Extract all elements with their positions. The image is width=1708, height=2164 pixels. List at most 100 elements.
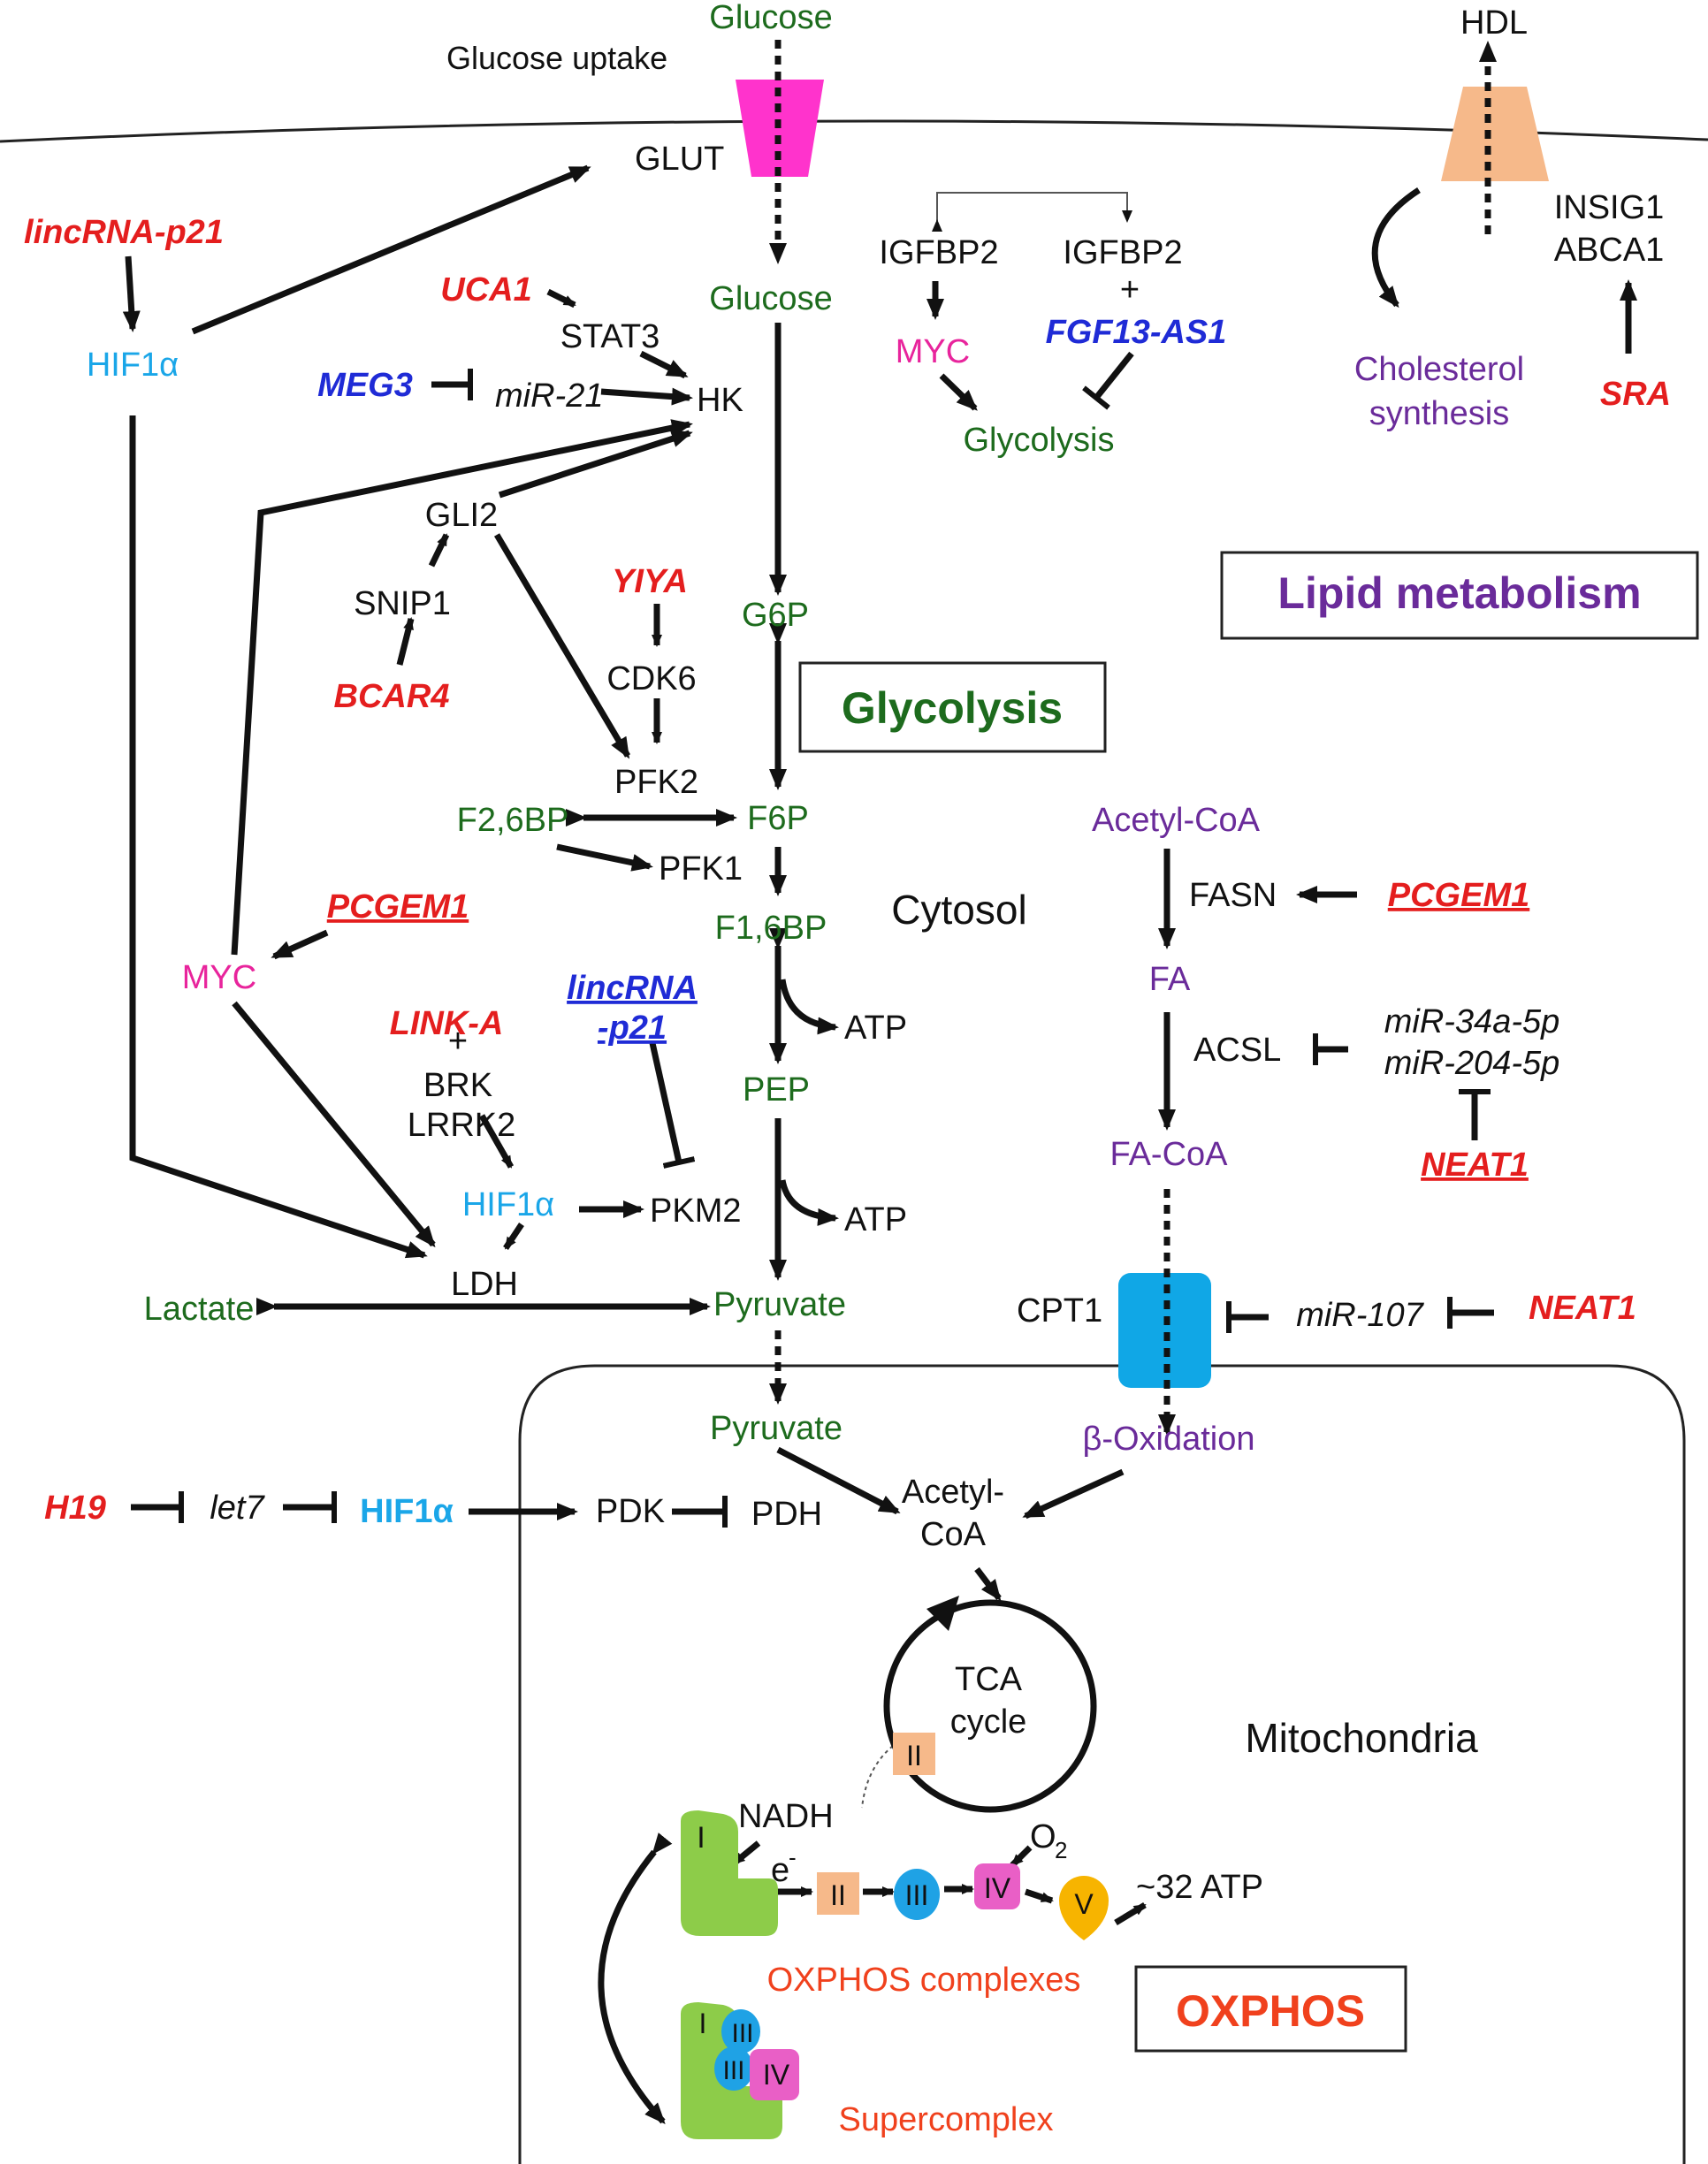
pfk1-label: PFK1 <box>659 850 743 888</box>
lincrna-p21-mid-b-label: -p21 <box>598 1010 667 1047</box>
o2-label: O <box>1030 1818 1056 1855</box>
mir21-hk-arrow <box>600 387 693 406</box>
hdl-transporter <box>1441 87 1549 181</box>
supercomplex-III-a-label: III <box>731 2019 753 2048</box>
snip1-gli2-arrow <box>428 533 450 568</box>
glucose-label: Glucose <box>709 280 832 317</box>
yiya-label: YIYA <box>612 563 688 600</box>
lincrnap21-pkm2-inhibit <box>649 1042 696 1169</box>
atp2-label: ATP <box>844 1201 907 1238</box>
lactate-label: Lactate <box>144 1291 255 1328</box>
cholesterol-arrow <box>1371 187 1421 309</box>
atp1-label: ATP <box>844 1010 907 1047</box>
beta-oxidation-label: β-Oxidation <box>1082 1421 1254 1458</box>
tca-cycle-ring <box>883 1599 1097 1813</box>
glycolysis-box <box>798 661 1107 753</box>
lincrnap21-hif1a-arrow <box>122 255 141 332</box>
hif1a-ldh-mid-arrow <box>503 1223 524 1250</box>
lincrna-p21-top-label: lincRNA-p21 <box>24 214 224 251</box>
atp32-label: ~32 ATP <box>1136 1869 1263 1906</box>
let7-label: let7 <box>210 1490 265 1527</box>
gli2-pfk2-arrow <box>493 533 631 759</box>
g6p-label: G6P <box>742 597 809 634</box>
supercomplex-label: Supercomplex <box>839 2101 1054 2138</box>
pdk-label: PDK <box>596 1493 665 1530</box>
complex-I-label: I <box>697 1821 705 1855</box>
f16bp-label: F1,6BP <box>715 910 827 947</box>
glycolysis-title: Glycolysis <box>842 683 1063 733</box>
complex-II-tca-label: II <box>906 1740 922 1772</box>
supercomplex-IV-label: IV <box>763 2059 790 2091</box>
e-minus-label: e <box>771 1852 789 1889</box>
ldh-label: LDH <box>451 1266 518 1303</box>
acetylcoa-tca-arrow <box>974 1566 1002 1602</box>
mir34a-label: miR-34a-5p <box>1384 1003 1560 1040</box>
fgf13-as1-label: FGF13-AS1 <box>1046 314 1227 351</box>
complex-IV-box <box>974 1863 1020 1909</box>
fgf13-glycolysis-inhibit <box>1082 351 1134 410</box>
acsl-label: ACSL <box>1193 1032 1281 1069</box>
complex-II-label: II <box>830 1879 846 1911</box>
complex-V-label: V <box>1074 1888 1094 1920</box>
sra-label: SRA <box>1600 376 1671 413</box>
gli2-label: GLI2 <box>425 497 498 534</box>
igfbp2-plus-label: + <box>1120 271 1140 309</box>
acetyl-coa-1-label: Acetyl- <box>902 1474 1004 1511</box>
complex-V-shape <box>1059 1876 1109 1940</box>
mir107-label: miR-107 <box>1296 1297 1424 1334</box>
pyruvate-acetylcoa-arrow <box>776 1446 901 1515</box>
pyruvate-label: Pyruvate <box>713 1286 846 1323</box>
complex-III-shape <box>894 1869 940 1920</box>
myc-hk-arrow <box>231 419 693 956</box>
complex-IV-label: IV <box>984 1872 1011 1904</box>
o2-complexIV-arrow <box>1010 1845 1033 1868</box>
pcgem1-right-label: PCGEM1 <box>1388 877 1529 914</box>
oxphos-complexes-label: OXPHOS complexes <box>767 1962 1081 1999</box>
myc-left-label: MYC <box>182 959 256 996</box>
nadh-label: NADH <box>738 1798 834 1835</box>
supercomplex-III-bottom <box>714 2046 753 2091</box>
fa-label: FA <box>1149 961 1191 998</box>
pfk2-label: PFK2 <box>614 764 698 801</box>
mitochondria-membrane <box>518 1364 1686 2164</box>
supercomplex-III-top <box>721 2009 760 2054</box>
acetyl-coa-2-label: CoA <box>920 1516 987 1553</box>
link-a-label: LINK-A <box>390 1005 504 1042</box>
snip1-label: SNIP1 <box>354 585 451 622</box>
cpt1-transporter <box>1118 1273 1211 1388</box>
glucose-uptake-label: Glucose uptake <box>446 40 667 76</box>
etc-IV-V-arrow <box>1024 1888 1054 1904</box>
abca1-label: ABCA1 <box>1554 232 1665 269</box>
supercomplex-cycle-arrow <box>598 1833 673 2124</box>
cholesterol-1-label: Cholesterol <box>1354 351 1524 388</box>
supercomplex-IV-box <box>750 2049 799 2100</box>
f26bp-label: F2,6BP <box>457 802 569 839</box>
supercomplex-I-label: I <box>699 2008 707 2039</box>
myc-ldh-arrow <box>232 1001 436 1248</box>
lrrk2-label: LRRK2 <box>408 1107 516 1144</box>
gli2-hk-arrow <box>498 430 693 499</box>
complex-II-box <box>817 1872 859 1915</box>
cytosol-label: Cytosol <box>891 887 1026 933</box>
lipid-metabolism-title: Lipid metabolism <box>1277 568 1641 618</box>
complexV-atp-arrow <box>1114 1902 1147 1925</box>
mitochondria-label: Mitochondria <box>1245 1715 1478 1761</box>
tca-II-connector <box>861 1745 894 1809</box>
betaox-acetylcoa-arrow <box>1022 1468 1125 1520</box>
pkm2-label: PKM2 <box>650 1192 741 1230</box>
lincrna-p21-mid-a-label: lincRNA <box>567 970 698 1007</box>
lipid-metabolism-box <box>1220 551 1699 640</box>
mir204-label: miR-204-5p <box>1384 1045 1560 1082</box>
tca-cycle-arrowhead <box>926 1596 959 1631</box>
fa-coa-label: FA-CoA <box>1109 1136 1228 1173</box>
igfbp-glycolysis-label: Glycolysis <box>963 422 1114 459</box>
glucose-top-label: Glucose <box>709 0 832 36</box>
complex-III-label: III <box>905 1879 929 1911</box>
tca-1-label: TCA <box>955 1661 1023 1698</box>
pdh-label: PDH <box>751 1496 822 1533</box>
atp2-arrow <box>779 1179 839 1226</box>
insig1-label: INSIG1 <box>1554 189 1665 226</box>
h19-label: H19 <box>44 1490 106 1527</box>
pcgem1-left-label: PCGEM1 <box>327 888 469 926</box>
